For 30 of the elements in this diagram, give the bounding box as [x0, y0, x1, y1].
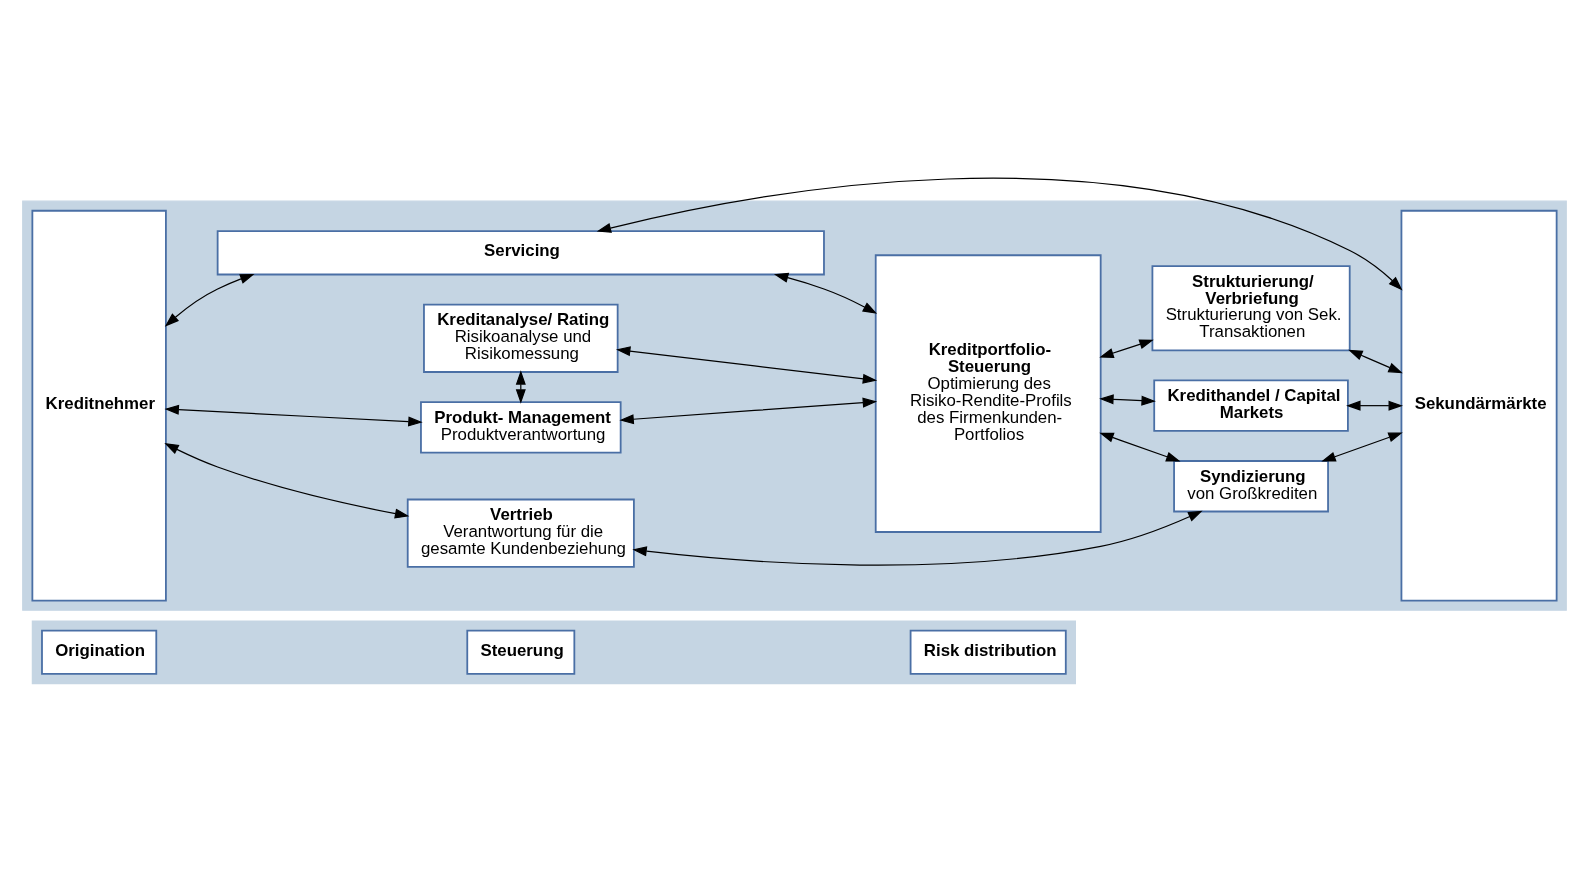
cluster — [22, 200, 1567, 611]
node-box: Vertrieb Verantwortung für die gesamte Kundenbeziehung — [406, 498, 635, 568]
arrow — [1346, 400, 1403, 411]
node-box: Syndizierung von Großkrediten — [1173, 459, 1329, 512]
node-box: Origination — [41, 629, 158, 675]
arrow — [515, 369, 526, 404]
node-box: Kreditportfolio- Steuerung Optimierung des Risiko-Rendite-Profils des Firmenkunden- Portfolios — [874, 253, 1102, 533]
node-box: Kreditnehmer — [31, 209, 167, 601]
node-box: Servicing — [216, 229, 825, 275]
arrow — [1099, 393, 1156, 406]
arrow — [596, 177, 1403, 290]
node-box: Steuerung — [466, 629, 576, 675]
arrow — [1099, 432, 1181, 462]
arrow — [1099, 338, 1154, 358]
arrow — [164, 273, 255, 327]
node-box: Sekundärmärkte — [1400, 209, 1558, 601]
arrow — [1321, 431, 1403, 462]
arrow — [1348, 349, 1403, 373]
node-box: Risk distribution — [909, 629, 1067, 675]
arrow — [773, 272, 878, 314]
arrow — [164, 442, 410, 519]
cluster — [31, 619, 1076, 684]
arrow — [164, 404, 423, 427]
node-box: Kredithandel / Capital Markets — [1153, 379, 1349, 432]
arrow — [632, 510, 1203, 566]
arrow — [619, 397, 878, 424]
node-box: Kreditanalyse/ Rating Risikoanalyse und Risikomessung — [423, 303, 619, 373]
node-box: Produkt- Management Produktverantwortung — [420, 400, 622, 453]
node-box: Strukturierung/ Verbriefung Strukturierung von Sek. Transaktionen — [1151, 264, 1351, 351]
arrow — [615, 345, 878, 384]
